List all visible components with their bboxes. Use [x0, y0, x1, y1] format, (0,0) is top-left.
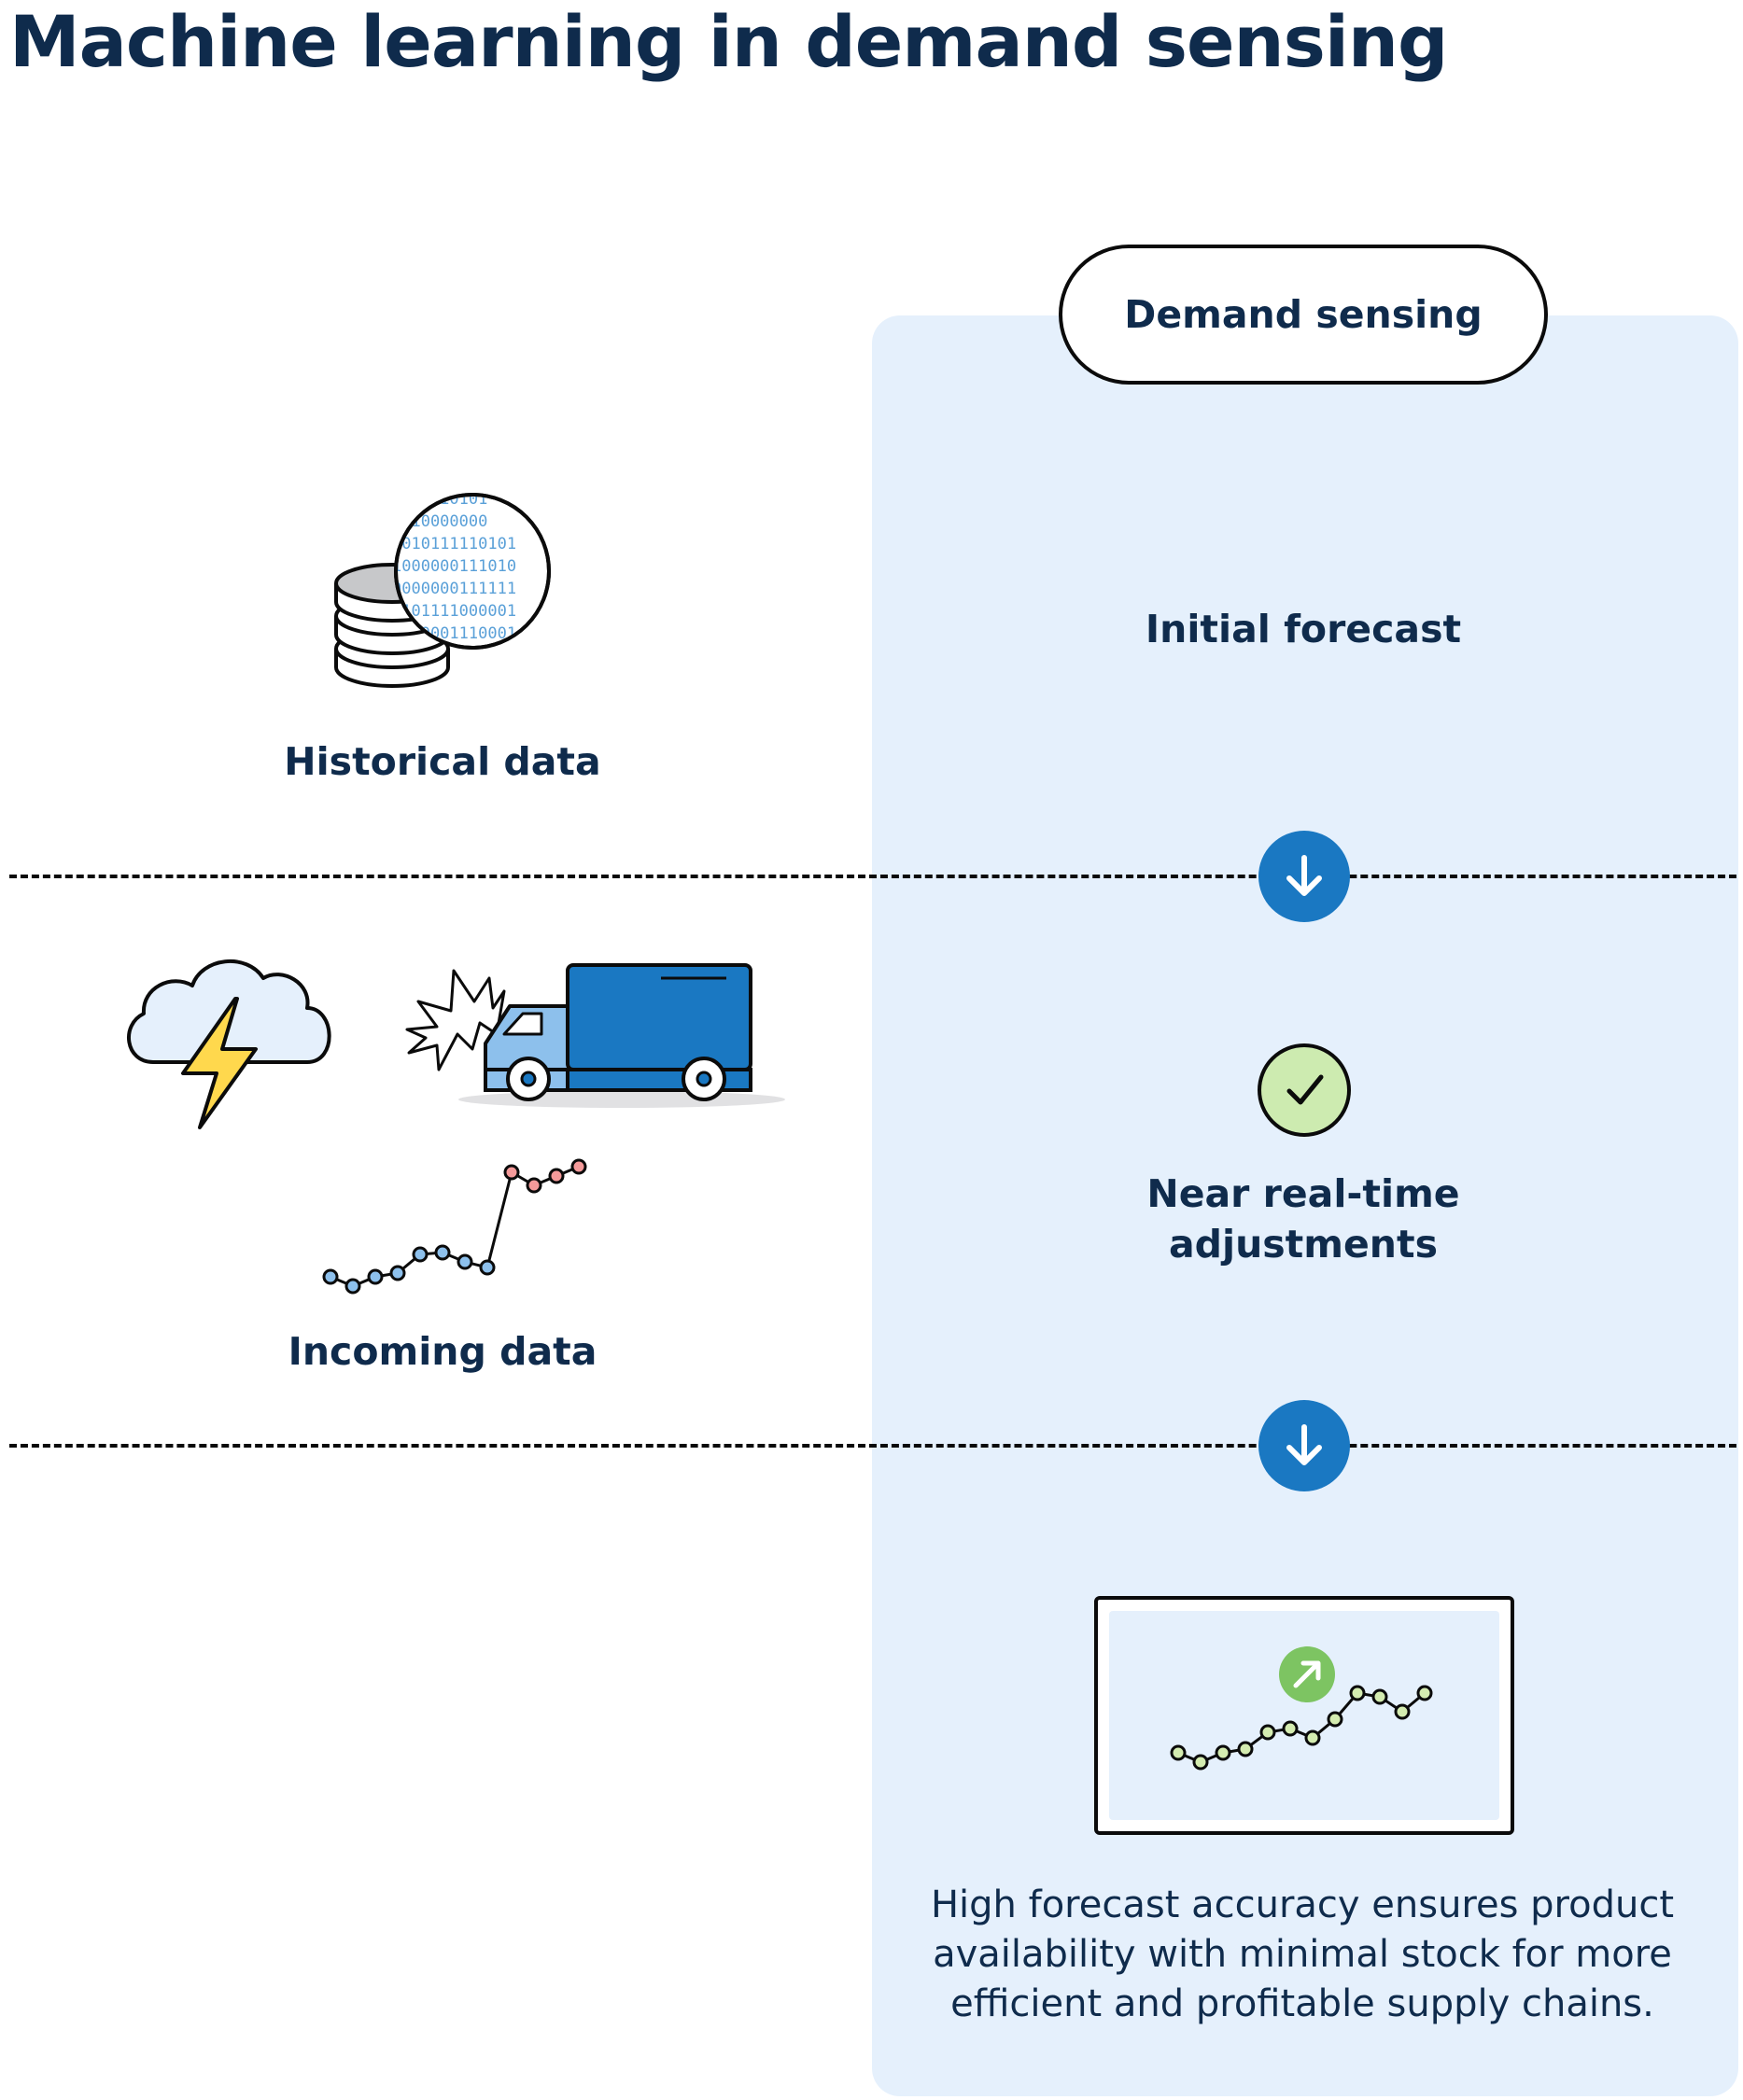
rising-forecast-icon [1170, 1646, 1433, 1771]
forecast-screen [1109, 1611, 1499, 1820]
incoming-data-label: Incoming data [288, 1329, 597, 1374]
arrow-down-icon [1286, 1424, 1322, 1465]
arrow-down-1 [1258, 831, 1350, 922]
separator-1 [9, 875, 1736, 878]
storm-cloud-icon [127, 959, 331, 1129]
demand-sensing-header-label: Demand sensing [1124, 292, 1483, 337]
svg-text:1010000000: 1010000000 [392, 512, 487, 531]
trend-line-icon [322, 1158, 587, 1295]
database-binary-icon: 0101010101 1010000000 1010111110101 1000… [334, 490, 551, 688]
svg-text:0000000111111: 0000000111111 [392, 580, 516, 598]
svg-text:0101111000001: 0101111000001 [392, 602, 516, 621]
check-badge [1258, 1043, 1351, 1137]
arrow-down-icon [1286, 855, 1322, 896]
demand-sensing-header: Demand sensing [1059, 245, 1548, 385]
svg-text:1010111110101: 1010111110101 [392, 535, 516, 553]
initial-forecast-label: Initial forecast [1145, 607, 1462, 651]
truck-crash-icon [405, 963, 785, 1108]
outcome-description: High forecast accuracy ensures product a… [930, 1883, 1675, 2025]
svg-text:0101010101: 0101010101 [392, 490, 487, 509]
separator-2 [9, 1444, 1736, 1448]
near-realtime-adjustments-label: Near real-time adjustments [1146, 1171, 1460, 1267]
checkmark-icon [1286, 1074, 1324, 1105]
svg-text:1000000111010: 1000000111010 [392, 557, 516, 576]
historical-data-label: Historical data [284, 739, 601, 784]
page-title: Machine learning in demand sensing [9, 0, 1448, 83]
arrow-down-2 [1258, 1400, 1350, 1491]
forecast-monitor [1094, 1596, 1514, 1835]
